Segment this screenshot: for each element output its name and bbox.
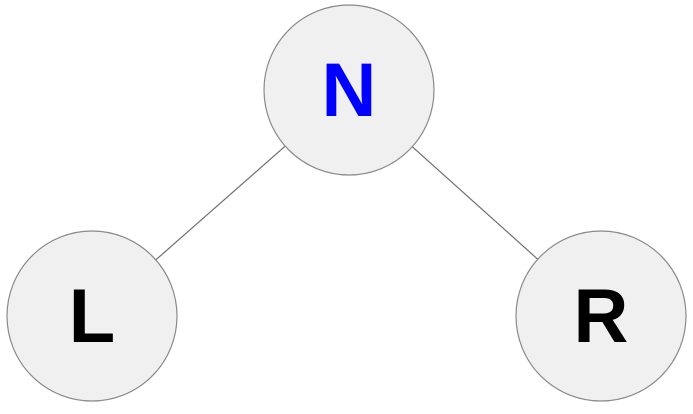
- node-l[interactable]: L: [6, 230, 178, 402]
- node-n-label: N: [322, 48, 377, 133]
- node-r-circle[interactable]: [515, 230, 687, 402]
- node-l-circle[interactable]: [6, 230, 178, 402]
- node-r-label: R: [574, 274, 629, 359]
- node-r[interactable]: R: [515, 230, 687, 402]
- node-l-label: L: [69, 274, 115, 359]
- node-n-circle[interactable]: [263, 4, 435, 176]
- node-n[interactable]: N: [263, 4, 435, 176]
